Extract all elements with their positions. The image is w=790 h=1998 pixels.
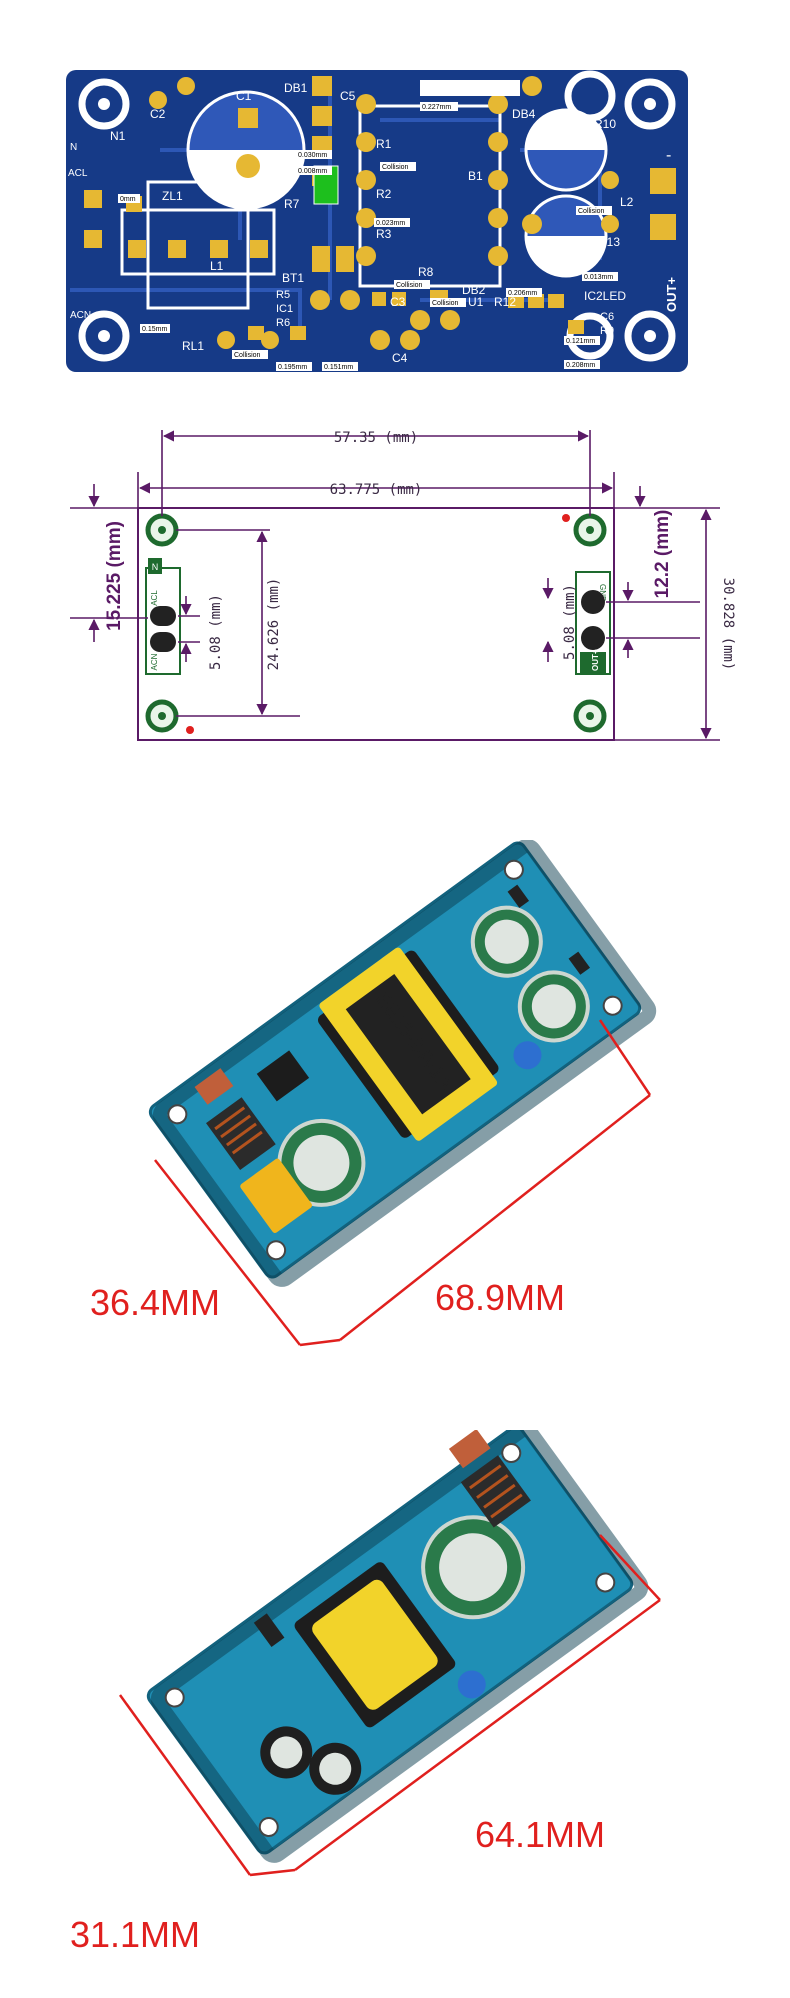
silk-c8: C8 xyxy=(566,255,582,269)
silk-out-plus: OUT+ xyxy=(664,277,679,312)
silk-c7: C7 xyxy=(568,135,584,149)
drc-collision: Collision xyxy=(578,208,605,215)
drc-collision: Collision xyxy=(382,164,409,171)
drc-measure: 0.008mm xyxy=(298,168,327,175)
dim-width-holes: 57.35 (mm) xyxy=(334,430,418,446)
dimension-drawing: N ACL ACN GND OUT+ 57.35 (mm) 63.775 (mm… xyxy=(70,430,736,741)
drc-measure: 0.15mm xyxy=(142,326,167,333)
drc-measure: 0.151mm xyxy=(324,364,353,371)
silk-b1: B1 xyxy=(468,169,483,183)
silk-db1: DB1 xyxy=(284,81,308,95)
silk-c3: C3 xyxy=(390,295,406,309)
dim-left-hole-span: 24.626 (mm) xyxy=(266,578,282,671)
silk-db4: DB4 xyxy=(512,107,536,121)
drc-measure: 0.208mm xyxy=(566,362,595,369)
silk-r8: R8 xyxy=(418,265,434,279)
silk-l1: L1 xyxy=(210,259,224,273)
silk-c6: C6 xyxy=(600,311,614,323)
tag-acn: ACN xyxy=(150,653,159,670)
length-label-bottom: 64.1MM xyxy=(475,1814,605,1855)
mounting-hole-icon xyxy=(624,310,676,362)
silk-ic1: IC1 xyxy=(276,303,293,315)
silk-bt1: BT1 xyxy=(282,271,304,285)
measure-lines-top xyxy=(154,1019,652,1347)
silk-ic2led: IC2LED xyxy=(584,289,626,303)
silk-r2: R2 xyxy=(376,187,392,201)
silk-u1: U1 xyxy=(468,295,484,309)
silk-c5: C5 xyxy=(340,89,356,103)
tag-n: N xyxy=(152,562,159,572)
board-outline xyxy=(137,507,615,741)
dim-right-pin-pitch: 5.08 (mm) xyxy=(562,584,578,660)
silk-zl1: ZL1 xyxy=(162,189,183,203)
silk-l2: L2 xyxy=(620,195,634,209)
pcb-layout-panel: DB1 C5 C1 C2 N1 N ACL ZL1 L1 R7 BT1 R5 I… xyxy=(0,0,790,380)
silk-r3: R3 xyxy=(376,227,392,241)
silk-n-tag: N xyxy=(70,142,77,153)
silk-c4: C4 xyxy=(392,351,408,365)
silk-db2: DB2 xyxy=(462,283,486,297)
silk-r1: R1 xyxy=(376,137,392,151)
photo-bottom-panel: 64.1MM 31.1MM xyxy=(0,1430,790,1990)
drc-measure: 0.013mm xyxy=(584,274,613,281)
silk-r12: R12 xyxy=(494,295,516,309)
silk-r7: R7 xyxy=(284,197,300,211)
silk-rl1: RL1 xyxy=(182,339,204,353)
dim-left-top-offset: 15.225 (mm) xyxy=(104,521,125,631)
silk-acn: ACN xyxy=(70,310,91,321)
photo-top-image: EE25-24V1A 68.9MM 36.4MM xyxy=(90,840,657,1347)
drc-collision: Collision xyxy=(396,282,423,289)
drc-measure: 0.121mm xyxy=(566,338,595,345)
dimension-drawing-panel: N ACL ACN GND OUT+ 57.35 (mm) 63.775 (mm… xyxy=(0,400,790,780)
drc-collision: Collision xyxy=(234,352,261,359)
silk-r13: R13 xyxy=(598,235,620,249)
silk-n1: N1 xyxy=(110,129,126,143)
photo-top-panel: EE25-24V1A 68.9MM 36.4MM xyxy=(0,840,790,1360)
silk-c2: C2 xyxy=(150,107,166,121)
dim-right-pin-offset: 12.2 (mm) xyxy=(652,510,673,599)
pcb-layout-image: DB1 C5 C1 C2 N1 N ACL ZL1 L1 R7 BT1 R5 I… xyxy=(66,70,688,372)
mounting-hole-icon xyxy=(78,78,130,130)
drc-measure: 0.206mm xyxy=(508,290,537,297)
drc-measure: 0.227mm xyxy=(422,104,451,111)
mounting-hole-icon xyxy=(624,78,676,130)
tag-gnd: GND xyxy=(598,584,607,602)
dim-board-height: 30.828 (mm) xyxy=(720,578,736,671)
tag-out: OUT+ xyxy=(591,649,600,671)
silk-c1: C1 xyxy=(236,89,252,103)
drc-measure: 0.030mm xyxy=(298,152,327,159)
silk-r9: R9 xyxy=(600,325,614,337)
measure-lines-bottom xyxy=(118,1534,661,1877)
silk-r10: R10 xyxy=(594,117,616,131)
length-label-top: 68.9MM xyxy=(435,1277,565,1318)
dim-width-board: 63.775 (mm) xyxy=(330,482,423,498)
drc-measure: 0.023mm xyxy=(376,220,405,227)
photo-bottom-image: 64.1MM 31.1MM xyxy=(70,1430,661,1955)
silk-r6: R6 xyxy=(276,317,290,329)
silk-r5: R5 xyxy=(276,289,290,301)
mounting-hole-icon xyxy=(78,310,130,362)
drc-measure: 0mm xyxy=(120,196,136,203)
silk-minus: - xyxy=(666,147,671,164)
tag-acl: ACL xyxy=(150,590,159,606)
drc-collision: Collision xyxy=(432,300,459,307)
width-label-bottom: 31.1MM xyxy=(70,1914,200,1955)
silk-acl: ACL xyxy=(68,168,88,179)
drc-measure: 0.195mm xyxy=(278,364,307,371)
width-label-top: 36.4MM xyxy=(90,1282,220,1323)
dim-left-pin-pitch: 5.08 (mm) xyxy=(208,594,224,670)
